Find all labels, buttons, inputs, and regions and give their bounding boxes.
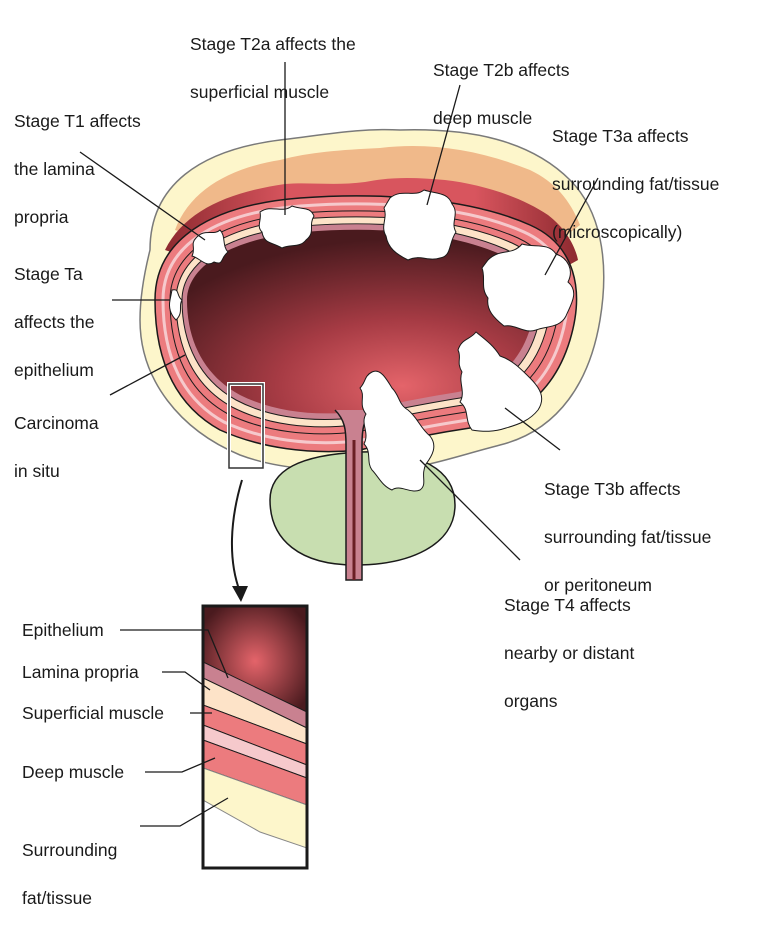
label-line: Stage T2a affects the	[190, 34, 356, 54]
label-line: nearby or distant	[504, 643, 635, 663]
label-stage-t3a: Stage T3a affects surrounding fat/tissue…	[552, 100, 719, 268]
label-line: superficial muscle	[190, 82, 330, 102]
inset-label-lamina-propria: Lamina propria	[22, 662, 139, 682]
label-line: in situ	[14, 461, 60, 481]
tumor-t1	[191, 229, 229, 265]
label-line: fat/tissue	[22, 888, 93, 908]
label-line: Stage T1 affects	[14, 111, 141, 131]
label-line: (microscopically)	[552, 222, 683, 242]
bladder-diagram	[79, 62, 605, 870]
label-line: organs	[504, 691, 558, 711]
label-line: affects the	[14, 312, 95, 332]
inset-label-epithelium: Epithelium	[22, 620, 104, 640]
inset-leader-lines	[120, 629, 229, 827]
tumor-t2b	[383, 189, 457, 261]
label-line: propria	[14, 207, 69, 227]
label-stage-t1: Stage T1 affects the lamina propria	[14, 85, 141, 253]
bladder-lumen	[187, 229, 534, 414]
inset-fat	[203, 767, 307, 849]
label-line: deep muscle	[433, 108, 533, 128]
inset-superficial-muscle	[203, 704, 307, 766]
label-line: Stage T2b affects	[433, 60, 570, 80]
label-line: Carcinoma	[14, 413, 99, 433]
inset-cross-section	[201, 604, 309, 870]
label-line: or peritoneum	[544, 575, 652, 595]
label-stage-t4: Stage T4 affects nearby or distant organ…	[504, 569, 634, 737]
inset-epithelium	[203, 661, 307, 729]
label-line: Surrounding	[22, 840, 118, 860]
label-line: surrounding fat/tissue	[544, 527, 712, 547]
label-stage-t2a: Stage T2a affects the superficial muscle	[190, 8, 356, 128]
inset-deep-muscle	[203, 739, 307, 806]
label-line: Stage T3b affects	[544, 479, 681, 499]
label-carcinoma-in-situ: Carcinoma in situ	[14, 387, 99, 507]
label-line: Stage T4 affects	[504, 595, 631, 615]
inset-label-superficial-muscle: Superficial muscle	[22, 703, 164, 723]
label-line: the lamina	[14, 159, 95, 179]
label-stage-t2b: Stage T2b affects deep muscle	[433, 34, 570, 154]
inset-label-surrounding: Surrounding fat/tissue	[22, 814, 117, 934]
label-line: epithelium	[14, 360, 94, 380]
tumor-t4	[359, 370, 435, 492]
label-stage-t3b: Stage T3b affects surrounding fat/tissue…	[544, 453, 711, 621]
inset-label-deep-muscle: Deep muscle	[22, 762, 125, 782]
tumor-t2a	[258, 205, 315, 249]
inset-arrow	[230, 479, 243, 593]
upper-muscle	[165, 178, 578, 270]
arrowhead-icon	[232, 586, 248, 602]
label-line: Stage Ta	[14, 264, 83, 284]
label-line: Stage T3a affects	[552, 126, 689, 146]
inset-lamina	[203, 677, 307, 745]
label-line: surrounding fat/tissue	[552, 174, 720, 194]
tumor-t3b	[457, 331, 543, 432]
inset-muscle-stripe	[203, 724, 307, 779]
label-stage-ta: Stage Ta affects the epithelium	[14, 238, 94, 406]
tumor-ta	[169, 289, 183, 321]
leader-lines	[79, 62, 599, 561]
